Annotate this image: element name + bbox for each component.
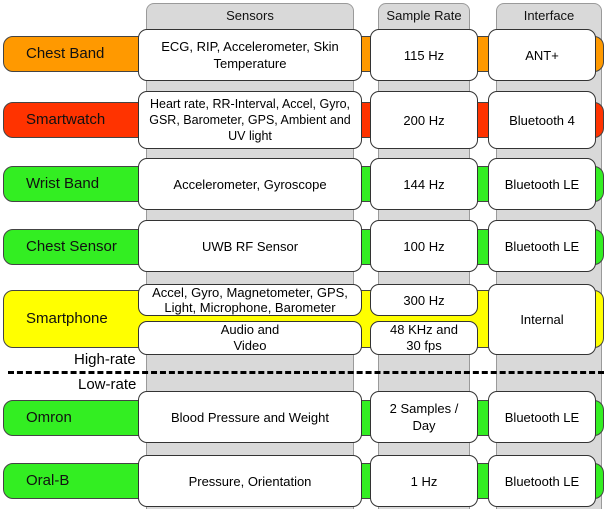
interface-cell: Bluetooth LE	[488, 455, 596, 507]
sensors-cell-secondary: Audio and Video	[138, 321, 362, 355]
sensors-cell: Heart rate, RR-Interval, Accel, Gyro, GS…	[138, 91, 362, 149]
interface-cell: Internal	[488, 284, 596, 355]
sample-rate-column-header: Sample Rate	[386, 8, 462, 23]
device-name: Oral-B	[26, 472, 70, 489]
sample-rate-cell: 200 Hz	[370, 91, 478, 149]
interface-cell: Bluetooth 4	[488, 91, 596, 149]
sample-rate-cell: 144 Hz	[370, 158, 478, 210]
sample-rate-cell: 300 Hz	[370, 284, 478, 316]
sensors-cell: ECG, RIP, Accelerometer, Skin Temperatur…	[138, 29, 362, 81]
device-name: Chest Band	[26, 45, 105, 62]
sensors-cell: Accelerometer, Gyroscope	[138, 158, 362, 210]
device-name: Omron	[26, 409, 72, 426]
interface-cell: Bluetooth LE	[488, 158, 596, 210]
sample-rate-cell: 115 Hz	[370, 29, 478, 81]
sensors-cell: Blood Pressure and Weight	[138, 391, 362, 443]
low-rate-label: Low-rate	[76, 376, 139, 393]
sensors-cell: Accel, Gyro, Magnetometer, GPS, Light, M…	[138, 284, 362, 316]
high-rate-label: High-rate	[72, 351, 138, 368]
device-name: Chest Sensor	[26, 238, 117, 255]
device-name: Smartphone	[26, 310, 108, 327]
sensors-column-header: Sensors	[226, 8, 274, 23]
interface-column-header: Interface	[523, 8, 575, 23]
sample-rate-cell: 100 Hz	[370, 220, 478, 272]
interface-cell: Bluetooth LE	[488, 391, 596, 443]
device-name: Wrist Band	[26, 175, 100, 192]
rate-divider-line	[8, 371, 604, 374]
interface-cell: ANT+	[488, 29, 596, 81]
sensors-cell: UWB RF Sensor	[138, 220, 362, 272]
sample-rate-cell: 1 Hz	[370, 455, 478, 507]
interface-cell: Bluetooth LE	[488, 220, 596, 272]
sensors-cell: Pressure, Orientation	[138, 455, 362, 507]
device-name: Smartwatch	[26, 111, 106, 128]
sample-rate-cell-secondary: 48 KHz and 30 fps	[370, 321, 478, 355]
sample-rate-cell: 2 Samples / Day	[370, 391, 478, 443]
